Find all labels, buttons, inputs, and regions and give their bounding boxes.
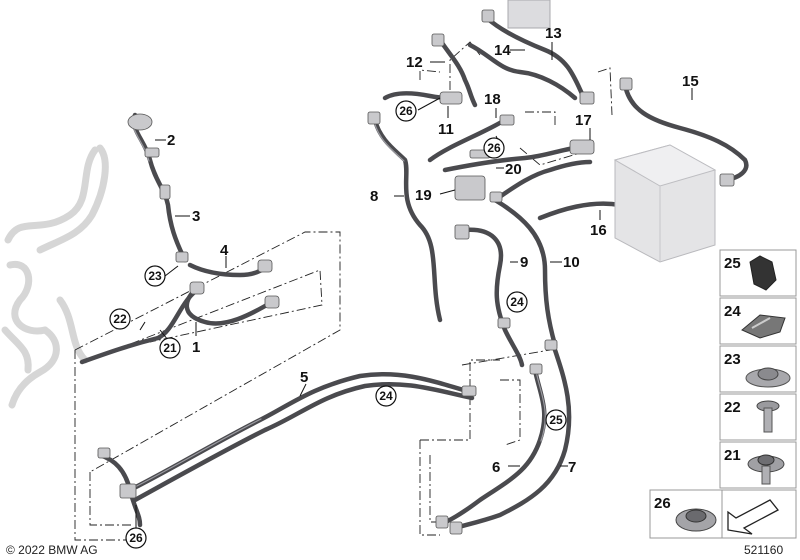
part-label-5: 5 xyxy=(300,369,308,386)
legend-item-21: 21 xyxy=(719,441,797,489)
legend-panels: 25 24 23 22 21 xyxy=(649,249,797,539)
svg-text:26: 26 xyxy=(129,531,143,545)
part-label-20: 20 xyxy=(505,161,522,178)
legend-item-23: 23 xyxy=(719,345,797,393)
svg-text:26: 26 xyxy=(487,141,501,155)
svg-text:23: 23 xyxy=(724,351,741,368)
svg-text:25: 25 xyxy=(549,413,563,427)
canister xyxy=(507,0,717,263)
circled-ref-21: 21 xyxy=(159,337,181,359)
part-label-18: 18 xyxy=(484,91,501,108)
part-label-15: 15 xyxy=(682,73,699,90)
part-label-11: 11 xyxy=(438,121,454,138)
hose-highlights xyxy=(130,115,546,490)
svg-text:21: 21 xyxy=(163,341,177,355)
legend-item-24: 24 xyxy=(719,297,797,345)
circled-ref-23: 23 xyxy=(144,265,166,287)
circled-ref-26-c: 26 xyxy=(125,527,147,549)
fittings xyxy=(97,9,735,535)
part-label-16: 16 xyxy=(590,222,607,239)
circled-ref-25: 25 xyxy=(545,409,567,431)
hose-lines xyxy=(79,15,749,531)
svg-text:21: 21 xyxy=(724,447,741,464)
svg-text:24: 24 xyxy=(379,389,393,403)
part-label-12: 12 xyxy=(406,54,423,71)
svg-text:26: 26 xyxy=(654,495,671,512)
part-label-14: 14 xyxy=(494,42,511,59)
circled-ref-26-a: 26 xyxy=(395,100,417,122)
part-label-2: 2 xyxy=(167,132,175,149)
part-label-4: 4 xyxy=(220,242,229,259)
circled-ref-24-a: 24 xyxy=(375,385,397,407)
svg-text:22: 22 xyxy=(113,312,127,326)
part-label-17: 17 xyxy=(575,112,592,129)
part-label-19: 19 xyxy=(415,187,432,204)
circled-ref-24-b: 24 xyxy=(506,291,528,313)
legend-item-26: 26 xyxy=(649,489,797,539)
dashed-groupings xyxy=(74,41,613,541)
svg-text:23: 23 xyxy=(148,269,162,283)
part-label-6: 6 xyxy=(492,459,500,476)
drawing-number: 521160 xyxy=(744,543,783,557)
reference-arrow-icon xyxy=(727,499,779,535)
part-label-9: 9 xyxy=(520,254,528,271)
legend-item-25: 25 xyxy=(719,249,797,297)
part-labels: 1 2 3 4 5 6 7 8 9 10 11 12 13 14 15 16 1… xyxy=(167,25,699,476)
ghost-engine-pipes xyxy=(1,144,109,409)
svg-text:24: 24 xyxy=(724,303,741,320)
svg-text:22: 22 xyxy=(724,399,741,416)
circled-ref-26-b: 26 xyxy=(483,137,505,159)
svg-text:24: 24 xyxy=(510,295,524,309)
part-label-3: 3 xyxy=(192,208,200,225)
circled-ref-22: 22 xyxy=(109,308,131,330)
svg-text:25: 25 xyxy=(724,255,741,272)
part-label-10: 10 xyxy=(563,254,580,271)
legend-item-22: 22 xyxy=(719,393,797,441)
part-label-1: 1 xyxy=(192,339,200,356)
part-label-7: 7 xyxy=(568,459,576,476)
copyright: © 2022 BMW AG xyxy=(6,543,98,557)
circled-refs: 26 23 22 21 24 24 25 26 xyxy=(109,100,567,549)
leader-lines xyxy=(135,42,693,530)
part-label-13: 13 xyxy=(545,25,562,42)
svg-text:26: 26 xyxy=(399,104,413,118)
part-label-8: 8 xyxy=(370,188,378,205)
